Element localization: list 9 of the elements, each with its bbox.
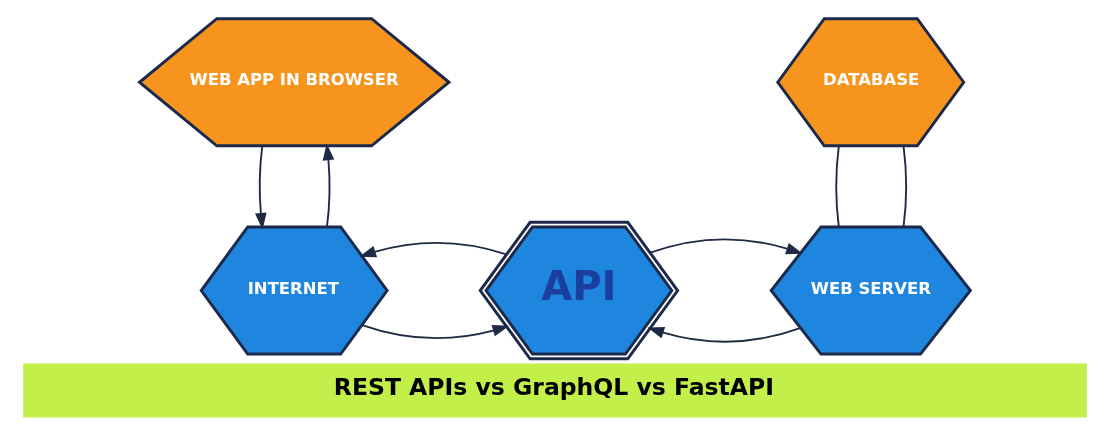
connector [835, 145, 840, 228]
arrow [361, 324, 510, 340]
diagram-title: REST APIs vs GraphQL vs FastAPI [333, 373, 775, 402]
arrow [359, 241, 508, 258]
arrow [649, 238, 803, 255]
arrow [322, 143, 335, 228]
arrow [647, 327, 802, 343]
arrow [255, 145, 267, 230]
connector [902, 145, 907, 228]
